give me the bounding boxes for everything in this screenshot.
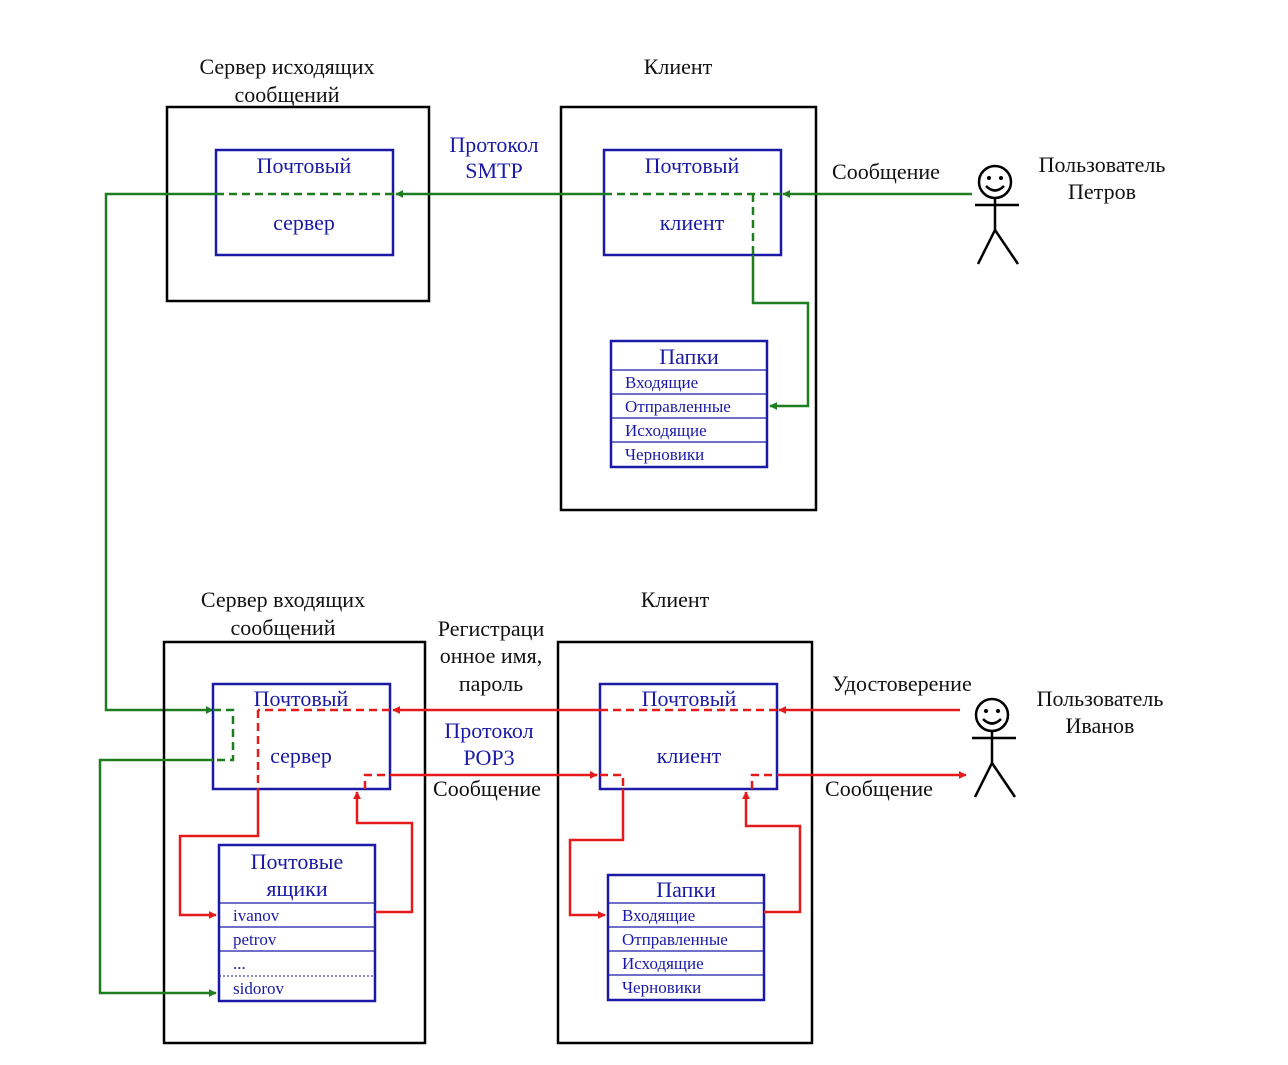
user-ivanov-label-line2: Иванов bbox=[1066, 713, 1135, 738]
top-mail-client-label-line1: Почтовый bbox=[645, 153, 740, 178]
bottom-section: Сервер входящих сообщений Клиент Регистр… bbox=[98, 587, 1164, 1045]
bottom-client-container bbox=[556, 640, 814, 1045]
incoming-server-title-line1: Сервер входящих bbox=[201, 587, 365, 612]
bottom-mail-client-box bbox=[598, 682, 779, 791]
client-message-label: Сообщение bbox=[825, 776, 933, 801]
bottom-client-title: Клиент bbox=[641, 587, 710, 612]
mailbox-to-server-arrow bbox=[353, 791, 414, 914]
bottom-folder-item: Входящие bbox=[622, 906, 695, 925]
top-green-flows bbox=[104, 190, 972, 714]
credential-label: Удостоверение bbox=[832, 671, 971, 696]
top-message-label: Сообщение bbox=[832, 159, 940, 184]
mailbox-item: sidorov bbox=[233, 979, 285, 998]
mailboxes-header-line1: Почтовые bbox=[251, 849, 344, 874]
user-ivanov-label-line1: Пользователь bbox=[1037, 686, 1164, 711]
top-mail-client-label-line2: клиент bbox=[660, 210, 725, 235]
smtp-protocol-line2: SMTP bbox=[465, 158, 522, 183]
smtp-protocol-line1: Протокол bbox=[449, 132, 538, 157]
bottom-mail-client-label-line1: Почтовый bbox=[642, 686, 737, 711]
outgoing-to-incoming-server-arrow bbox=[104, 192, 216, 714]
outgoing-server-container bbox=[165, 105, 431, 303]
top-folders-header: Папки bbox=[659, 344, 719, 369]
bottom-folders-table: Папки Входящие Отправленные Исходящие Че… bbox=[606, 873, 766, 1002]
mailboxes-header-line2: ящики bbox=[266, 876, 328, 901]
bottom-mail-client-label-line2: клиент bbox=[657, 743, 722, 768]
top-folder-item: Черновики bbox=[625, 445, 704, 464]
inbox-folder-to-client-arrow bbox=[742, 791, 802, 914]
bottom-mail-server-box bbox=[211, 682, 392, 791]
pop3-message-label: Сообщение bbox=[433, 776, 541, 801]
server-to-sidorov-mailbox-arrow bbox=[98, 758, 217, 997]
pop3-protocol-line1: Протокол bbox=[444, 718, 533, 743]
top-folders-box bbox=[609, 339, 769, 469]
registration-label-line3: пароль bbox=[459, 671, 523, 696]
incoming-server-title-line2: сообщений bbox=[231, 615, 336, 640]
mailboxes-box bbox=[217, 843, 377, 1003]
client-to-sent-folder-arrow bbox=[751, 255, 810, 410]
mailbox-item: ... bbox=[233, 954, 246, 973]
top-mail-server-box bbox=[214, 148, 395, 257]
outgoing-server-title-line2: сообщений bbox=[235, 82, 340, 107]
user-petrov-label-line2: Петров bbox=[1068, 179, 1136, 204]
server-to-ivanov-mailbox-arrow bbox=[178, 789, 260, 919]
registration-label-line1: Регистраци bbox=[438, 616, 545, 641]
user-petrov-stick-figure-icon bbox=[975, 164, 1020, 265]
top-section: Сервер исходящих сообщений Клиент Почтов… bbox=[104, 54, 1166, 714]
top-folder-item: Входящие bbox=[625, 373, 698, 392]
registration-label-line2: онное имя, bbox=[440, 643, 542, 668]
bottom-folders-box bbox=[606, 873, 766, 1002]
top-client-container bbox=[559, 105, 818, 512]
bottom-green-flows bbox=[98, 708, 235, 997]
top-folder-item: Исходящие bbox=[625, 421, 707, 440]
mailboxes-table: Почтовые ящики ivanov petrov ... sidorov bbox=[217, 843, 377, 1003]
bottom-folder-item: Исходящие bbox=[622, 954, 704, 973]
mailbox-item: petrov bbox=[233, 930, 277, 949]
top-mail-server-label-line2: сервер bbox=[273, 210, 335, 235]
outgoing-server-title-line1: Сервер исходящих bbox=[199, 54, 374, 79]
user-ivanov-stick-figure-icon bbox=[972, 697, 1017, 798]
bottom-mail-server-label-line2: сервер bbox=[270, 743, 332, 768]
client-to-inbox-folder-arrow bbox=[568, 789, 625, 919]
bottom-folders-header: Папки bbox=[656, 877, 716, 902]
bottom-mail-server-label-line1: Почтовый bbox=[254, 686, 349, 711]
top-mail-client-box bbox=[602, 148, 783, 257]
top-client-title: Клиент bbox=[644, 54, 713, 79]
bottom-folder-item: Черновики bbox=[622, 978, 701, 997]
top-mail-server-label-line1: Почтовый bbox=[257, 153, 352, 178]
mailbox-item: ivanov bbox=[233, 906, 280, 925]
top-folder-item: Отправленные bbox=[625, 397, 731, 416]
pop3-protocol-line2: POP3 bbox=[463, 745, 514, 770]
red-flows bbox=[178, 706, 967, 919]
top-folders-table: Папки Входящие Отправленные Исходящие Че… bbox=[609, 339, 769, 469]
incoming-server-container bbox=[162, 640, 427, 1045]
user-petrov-label-line1: Пользователь bbox=[1039, 152, 1166, 177]
bottom-folder-item: Отправленные bbox=[622, 930, 728, 949]
